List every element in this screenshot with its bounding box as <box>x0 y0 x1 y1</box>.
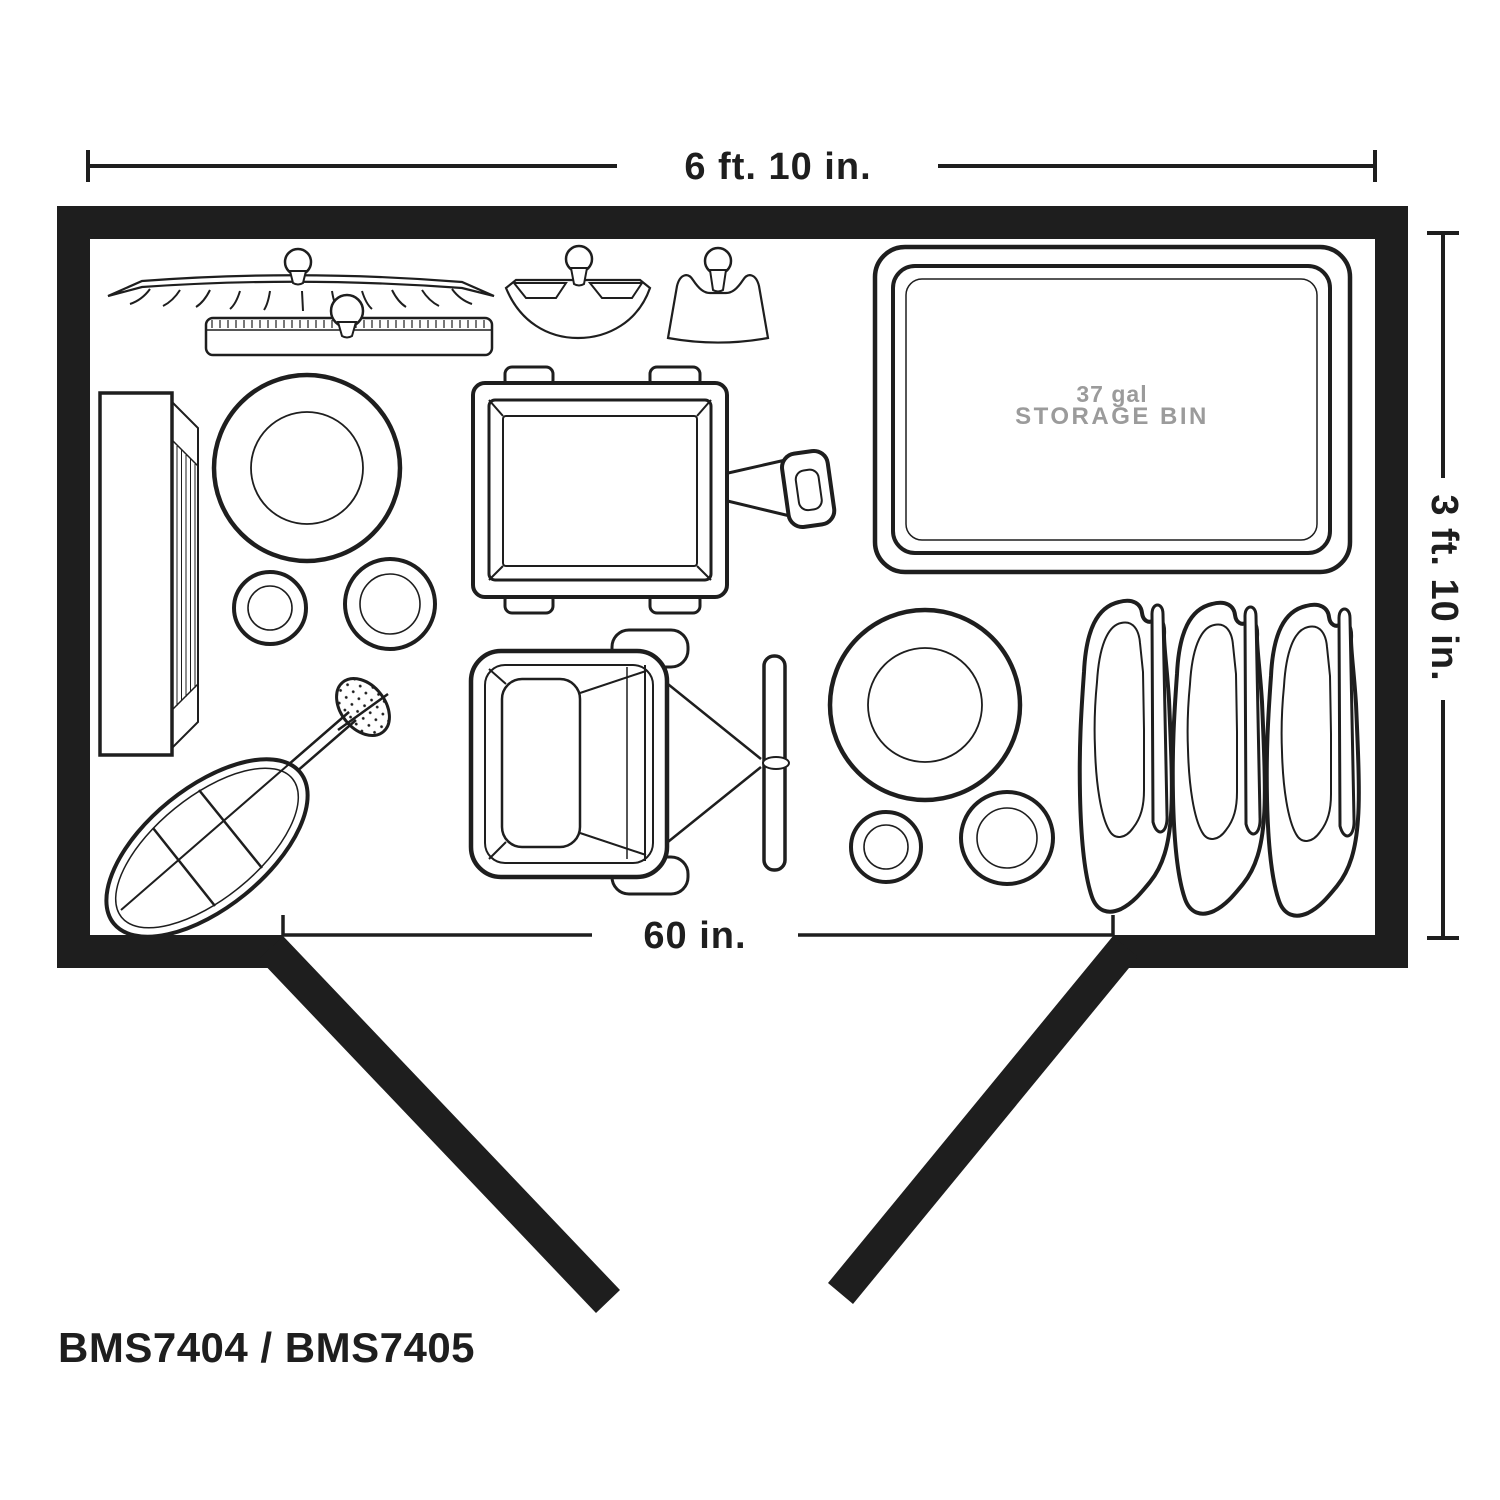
bucket-b-inner <box>359 573 421 635</box>
trash-can-2-lid <box>867 647 983 763</box>
watering-can-rose <box>335 677 391 737</box>
ladder-bevel-bottom <box>171 683 199 711</box>
shed-walls <box>57 206 1408 1313</box>
hand-scoop-icon <box>504 244 652 340</box>
wheelbarrow-fold-lines <box>488 665 647 861</box>
mower-deck-inner <box>502 415 698 567</box>
bucket-c-inner <box>863 824 909 870</box>
storage-bin-outer <box>872 244 1353 575</box>
bucket-d-icon <box>959 790 1055 886</box>
leaf-rake-icon <box>107 247 495 312</box>
width-dimension-label: 6 ft. 10 in. <box>684 146 871 188</box>
depth-dimension <box>1427 231 1459 940</box>
ladder-bevel-top <box>171 439 199 467</box>
storage-bin-mid <box>891 264 1332 555</box>
bucket-a-icon <box>232 570 308 646</box>
wall-top <box>57 206 1408 239</box>
door-panel-right <box>828 936 1138 1304</box>
rake-blade <box>107 274 495 298</box>
mower-handle-grip <box>780 448 837 530</box>
folded-chair-icon <box>1077 598 1174 914</box>
trash-can-2-icon <box>827 607 1023 803</box>
folding-ladder-icon <box>98 391 199 757</box>
storage-bin-label-line1: 37 gal <box>1076 381 1147 407</box>
ladder-board <box>98 391 174 757</box>
trash-can-1-lid <box>250 411 364 525</box>
wall-right <box>1375 206 1408 968</box>
bucket-c-icon <box>849 810 923 884</box>
broom-handle-cone <box>336 321 358 339</box>
storage-bin-label-line2: STORAGE BIN <box>1015 403 1209 430</box>
mower-grip-inner <box>794 468 823 512</box>
storage-bin-inner <box>905 278 1318 541</box>
folded-chair-icon-2 <box>1170 600 1267 916</box>
watering-can-icon <box>104 677 391 939</box>
door-dimension-label: 60 in. <box>643 915 746 957</box>
lawn-mower-icon <box>471 365 837 615</box>
mower-deck <box>471 381 729 599</box>
door-dimension <box>281 915 1115 937</box>
model-label: BMS7404 / BMS7405 <box>58 1324 475 1371</box>
wall-bottom-right <box>1113 935 1408 968</box>
wall-left <box>57 206 90 968</box>
scoop-handle-cone <box>569 267 589 287</box>
depth-dimension-label: 3 ft. 10 in. <box>1423 494 1465 681</box>
watering-can-handle <box>120 711 350 911</box>
watering-can-body-inner <box>114 767 300 929</box>
bucket-a-inner <box>247 585 293 631</box>
mower-grip-outer <box>780 448 837 530</box>
shovel-body <box>666 274 770 344</box>
bucket-d-inner <box>976 807 1038 869</box>
shovel-handle-cone <box>708 269 728 293</box>
chair-inner-line <box>1093 621 1145 838</box>
door-panel-left <box>259 936 620 1313</box>
folded-chair-icon-3 <box>1264 602 1361 918</box>
push-broom-icon <box>204 293 494 357</box>
scoop-wing-right <box>587 282 644 299</box>
wheelbarrow-tub-inner <box>484 664 654 864</box>
hand-shovel-icon <box>666 246 770 344</box>
wheelbarrow-axle <box>762 756 790 770</box>
rake-tines <box>129 288 473 312</box>
wall-bottom-left <box>57 935 283 968</box>
wheelbarrow-icon <box>468 628 790 896</box>
ladder-slats <box>176 446 196 706</box>
wheelbarrow-cushion <box>500 677 582 849</box>
scoop-wing-left <box>511 282 568 299</box>
storage-bin-icon <box>872 244 1353 575</box>
mower-deck-frame <box>487 398 713 582</box>
watering-can-body <box>104 757 310 939</box>
mower-deck-bevels <box>488 399 712 581</box>
bucket-b-icon <box>343 557 437 651</box>
trash-can-1-icon <box>211 372 403 564</box>
watering-can-rose-rim <box>337 692 389 732</box>
width-dimension <box>86 150 1377 182</box>
chair-frame-tube <box>1150 603 1169 834</box>
rake-handle-cone <box>288 270 308 286</box>
